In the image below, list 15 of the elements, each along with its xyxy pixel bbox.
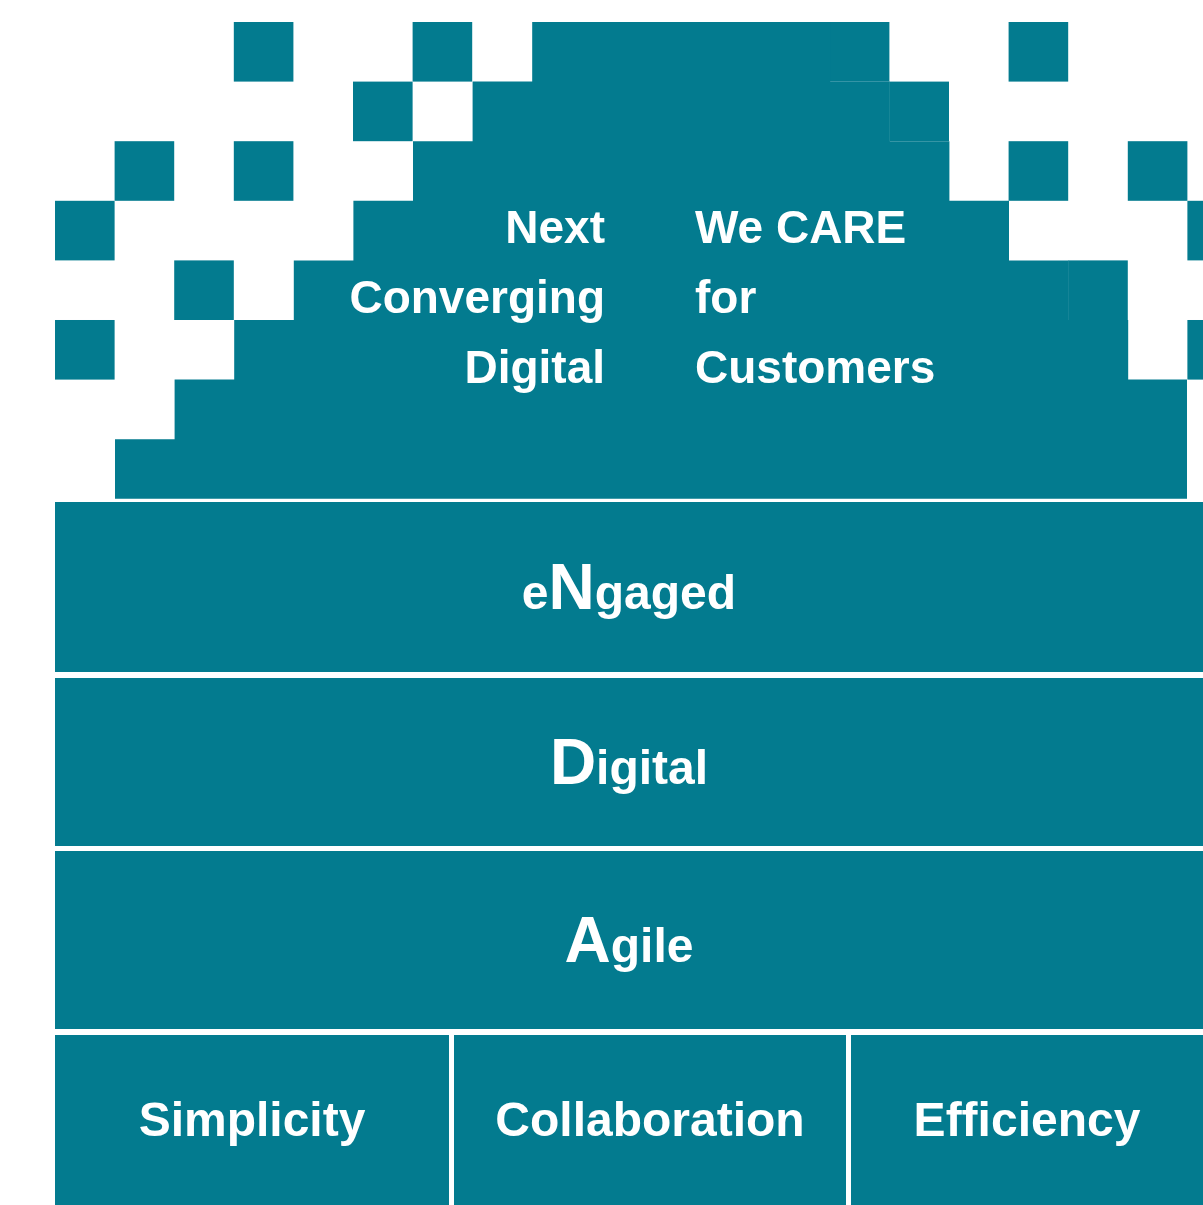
pillar-box <box>851 1035 1203 1205</box>
band-label: Simplicity <box>138 1096 366 1144</box>
band-label: eNgaged <box>521 555 737 619</box>
slogan-text: We CARE for Customers <box>695 200 936 395</box>
band-label: Agile <box>564 908 694 972</box>
band-label: Efficiency <box>913 1096 1141 1144</box>
value-band <box>55 678 1203 846</box>
band-label: Collaboration <box>495 1096 805 1144</box>
band-label: Digital <box>549 730 709 794</box>
pillar-box <box>454 1035 846 1205</box>
value-band <box>55 851 1203 1029</box>
pillar-box <box>55 1035 449 1205</box>
slogan-text: Next Converging Digital <box>349 200 605 395</box>
stepped-roof-shape <box>114 22 1188 499</box>
value-band <box>55 502 1203 672</box>
